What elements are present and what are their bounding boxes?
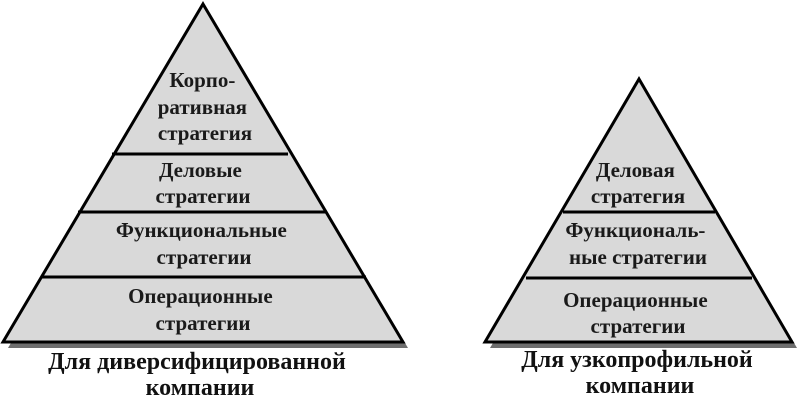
diversified-pyramid: Корпо- ративная стратегия Деловые страте… [0, 1, 408, 348]
diversified-tier-operational-label: Операционные стратегии [128, 284, 278, 335]
specialized-tier-business-label: Деловая стратегия [591, 158, 685, 208]
specialized-tier-operational-label: Операционные стратегии [563, 288, 713, 338]
diversified-caption: Для диверсифицированной компании [48, 349, 352, 400]
diversified-pyramid-body [0, 1, 406, 344]
specialized-tier-functional-label: Функциональ- ные стратегии [565, 218, 710, 269]
specialized-caption: Для узкопрофильной компании [521, 347, 759, 399]
diversified-tier-corporate-label: Корпо- ративная стратегия [158, 68, 253, 145]
diversified-tier-functional-label: Функциональные стратегии [116, 218, 292, 269]
specialized-pyramid: Деловая стратегия Функциональ- ные страт… [482, 76, 797, 348]
diversified-tier-business-label: Деловые стратегии [156, 158, 251, 208]
